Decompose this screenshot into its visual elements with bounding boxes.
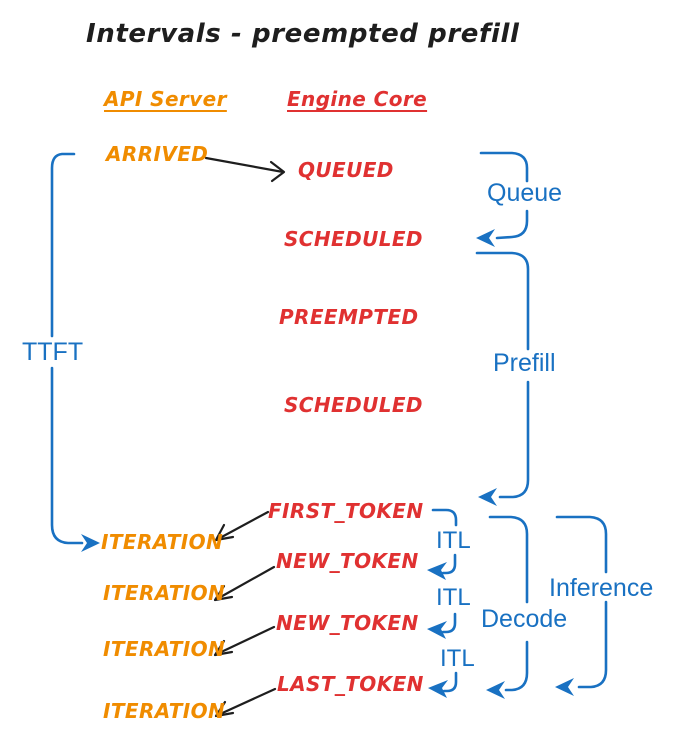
interval-label-itl-2: ITL xyxy=(436,584,471,611)
queue-bracket-bottom xyxy=(495,209,529,240)
itl-hook-2 xyxy=(441,612,457,634)
arrived-to-queued-arrow xyxy=(204,156,286,183)
decode-bracket-bottom xyxy=(504,640,529,692)
interval-label-inference: Inference xyxy=(549,574,654,602)
prefill-bracket-bottom xyxy=(498,380,530,499)
first-token-to-iteration-arrow xyxy=(214,510,270,542)
last-token-to-iteration-arrow xyxy=(214,687,277,718)
itl-hook-3 xyxy=(442,671,458,693)
engine-event-new-token-2: NEW_TOKEN xyxy=(276,611,419,635)
itl-hook-1 xyxy=(441,553,457,575)
interval-label-prefill: Prefill xyxy=(493,349,556,377)
api-event-iteration-1: ITERATION xyxy=(101,530,224,554)
interval-label-queue: Queue xyxy=(487,179,563,207)
inference-bracket-top xyxy=(555,515,608,574)
engine-event-scheduled-2: SCHEDULED xyxy=(284,393,423,417)
engine-event-queued: QUEUED xyxy=(298,158,394,182)
ttft-bracket-top xyxy=(50,152,76,338)
page-title: Intervals - preempted prefill xyxy=(86,19,520,49)
column-header-api-server: API Server xyxy=(104,87,227,111)
engine-event-preempted: PREEMPTED xyxy=(279,305,419,329)
prefill-bracket-top xyxy=(475,251,530,351)
interval-label-itl-3: ITL xyxy=(440,645,475,672)
column-header-engine-core: Engine Core xyxy=(287,87,428,111)
interval-label-decode: Decode xyxy=(481,605,568,633)
api-event-iteration-3: ITERATION xyxy=(103,637,226,661)
itl-bracket-stub xyxy=(431,508,458,527)
ttft-bracket-bottom xyxy=(50,366,84,545)
itl-arrowhead-1-icon xyxy=(427,562,447,580)
new-token-2-to-iteration-arrow xyxy=(213,625,276,657)
engine-event-new-token-1: NEW_TOKEN xyxy=(276,549,419,573)
decode-arrowhead-icon xyxy=(486,681,505,699)
interval-label-itl-1: ITL xyxy=(436,527,471,554)
itl-arrowhead-2-icon xyxy=(427,621,447,639)
engine-event-first-token: FIRST_TOKEN xyxy=(268,499,424,523)
api-event-iteration-2: ITERATION xyxy=(103,581,226,605)
inference-bracket-bottom xyxy=(577,600,608,689)
engine-event-scheduled-1: SCHEDULED xyxy=(284,227,423,251)
decode-bracket-top xyxy=(488,515,529,604)
inference-arrowhead-icon xyxy=(555,678,574,696)
queue-bracket-top xyxy=(479,151,529,183)
itl-arrowhead-3-icon xyxy=(428,680,448,698)
queue-arrowhead-icon xyxy=(476,229,495,247)
api-event-arrived: ARRIVED xyxy=(106,142,209,166)
ttft-arrowhead-icon xyxy=(81,534,100,552)
prefill-arrowhead-icon xyxy=(478,488,497,506)
engine-event-last-token: LAST_TOKEN xyxy=(277,672,424,696)
api-event-iteration-4: ITERATION xyxy=(103,699,226,723)
new-token-1-to-iteration-arrow xyxy=(213,565,276,602)
interval-label-ttft: TTFT xyxy=(22,338,84,366)
